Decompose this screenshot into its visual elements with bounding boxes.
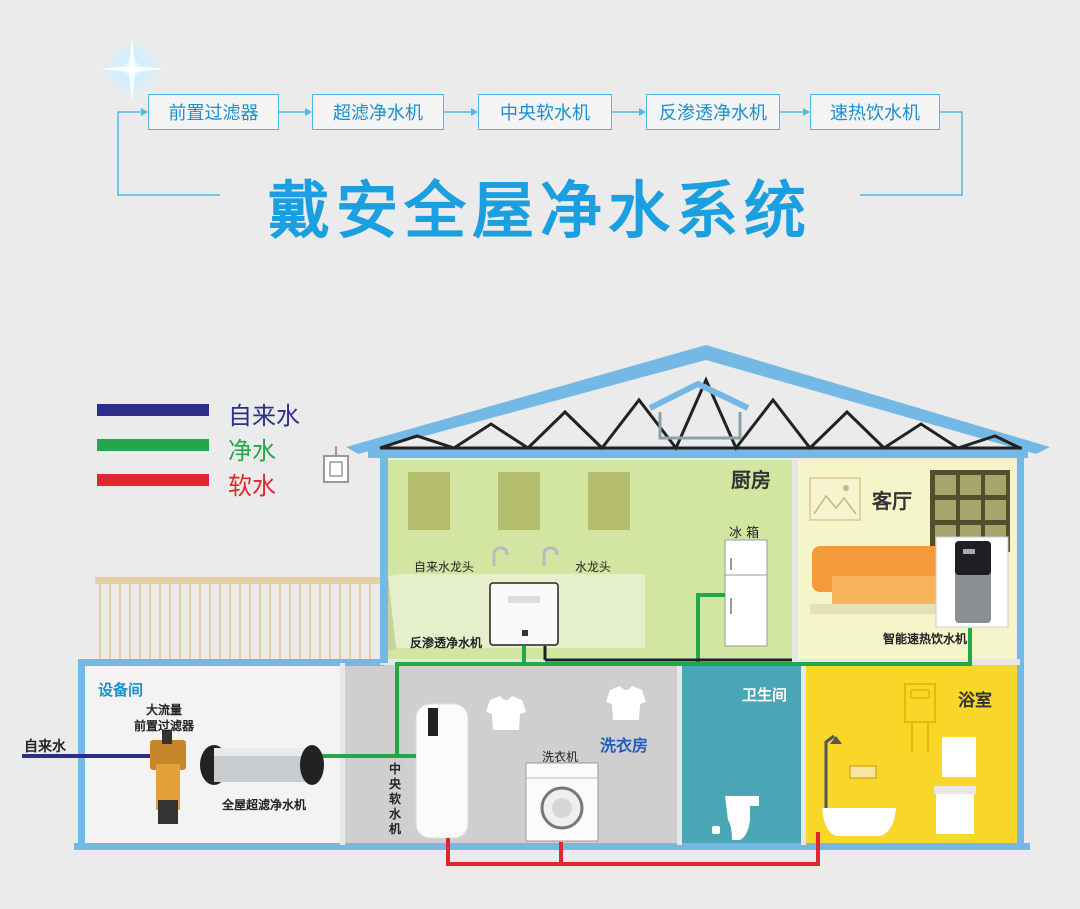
room-label-toilet: 卫生间 xyxy=(742,686,788,704)
label-prefilter-line2: 前置过滤器 xyxy=(134,719,195,733)
label-smart-dispenser: 智能速热饮水机 xyxy=(883,632,968,646)
room-label-laundry: 洗衣房 xyxy=(600,736,649,755)
room-label-living: 客厅 xyxy=(872,489,912,513)
sofa-icon xyxy=(810,546,948,614)
legend-label-pure: 净水 xyxy=(228,437,276,465)
uf-purifier-icon xyxy=(200,745,324,785)
flow-step-softener: 中央软水机 xyxy=(478,94,612,130)
room-label-bathroom: 浴室 xyxy=(958,691,992,711)
label-inlet: 自来水 xyxy=(24,739,66,755)
lamp-icon xyxy=(323,446,349,483)
room-label-kitchen: 厨房 xyxy=(731,468,771,492)
label-faucet: 水龙头 xyxy=(575,560,612,574)
flow-step-uf: 超滤净水机 xyxy=(312,94,444,130)
label-uf-purifier: 全屋超滤净水机 xyxy=(222,798,307,812)
page-title: 戴安全屋净水系统 xyxy=(220,160,860,250)
label-prefilter-line1: 大流量 xyxy=(146,703,183,717)
room-label-equipment: 设备间 xyxy=(98,681,144,699)
label-fridge: 冰 箱 xyxy=(729,526,760,541)
flow-step-dispenser: 速热饮水机 xyxy=(810,94,940,130)
label-washer: 洗衣机 xyxy=(542,750,579,764)
prefilter-icon xyxy=(150,730,186,824)
label-ro-purifier: 反渗透净水机 xyxy=(410,636,483,650)
flow-connectors xyxy=(117,108,963,196)
flow-step-prefilter: 前置过滤器 xyxy=(148,94,279,130)
label-softener: 中央软水机 xyxy=(389,762,402,836)
balcony-railing xyxy=(95,577,380,660)
legend-label-tap: 自来水 xyxy=(228,402,300,430)
sparkle-icon xyxy=(95,32,170,107)
flow-step-ro: 反渗透净水机 xyxy=(646,94,780,130)
legend-swatch-pure xyxy=(97,439,209,451)
legend-swatch-tap xyxy=(97,404,209,416)
legend-swatch-soft xyxy=(97,474,209,486)
legend-label-soft: 软水 xyxy=(228,472,276,500)
label-tap-faucet: 自来水龙头 xyxy=(414,560,475,574)
